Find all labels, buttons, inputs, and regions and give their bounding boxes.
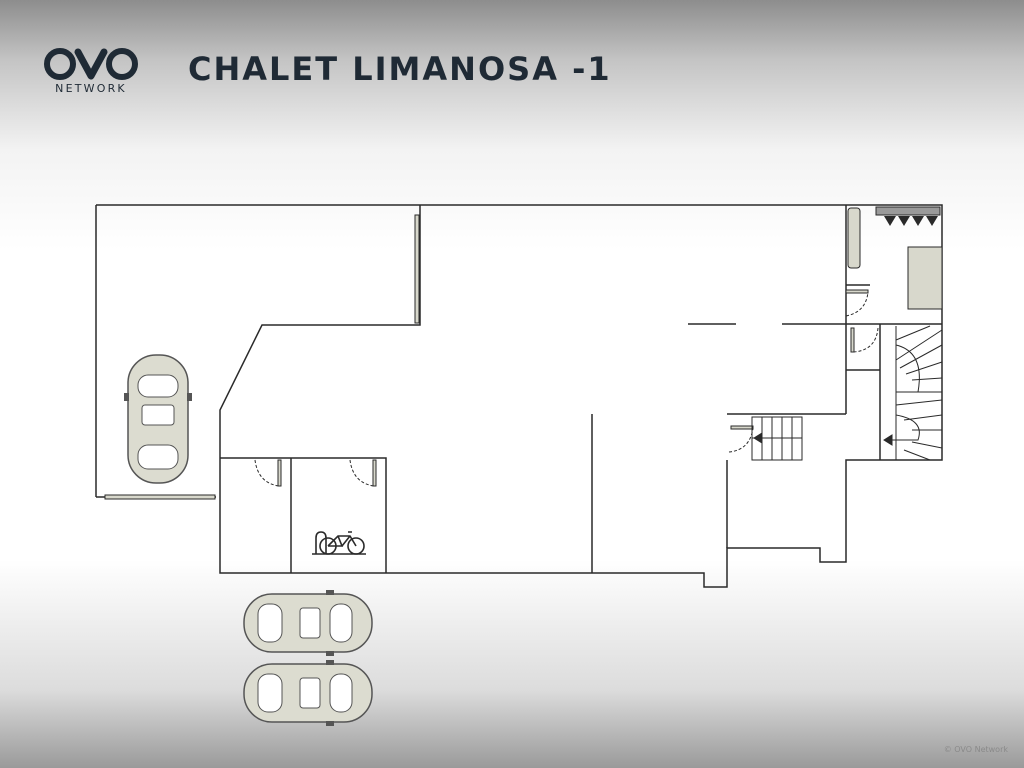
plan-walls (95, 204, 943, 588)
copyright-credit: © OVO Network (943, 745, 1008, 754)
brand-subtitle: NETWORK (55, 82, 127, 95)
stairs-icon (883, 325, 943, 461)
car-icon (124, 354, 192, 484)
door-swing-icon (254, 289, 879, 487)
boiler-fixture (847, 207, 861, 269)
stairs-icon (751, 416, 803, 461)
bicycle-icon (312, 531, 366, 555)
sliding-panel (104, 494, 216, 500)
sliding-panel (414, 214, 420, 324)
brand-logo: NETWORK (44, 46, 138, 98)
car-icon (243, 660, 373, 726)
ovo-logo-icon (44, 48, 138, 80)
car-icon (243, 590, 373, 656)
lamp-icon (884, 216, 938, 226)
counter-fixture (907, 246, 943, 310)
page-title: CHALET LIMANOSA -1 (188, 50, 612, 88)
radiator-fixture (875, 206, 941, 216)
